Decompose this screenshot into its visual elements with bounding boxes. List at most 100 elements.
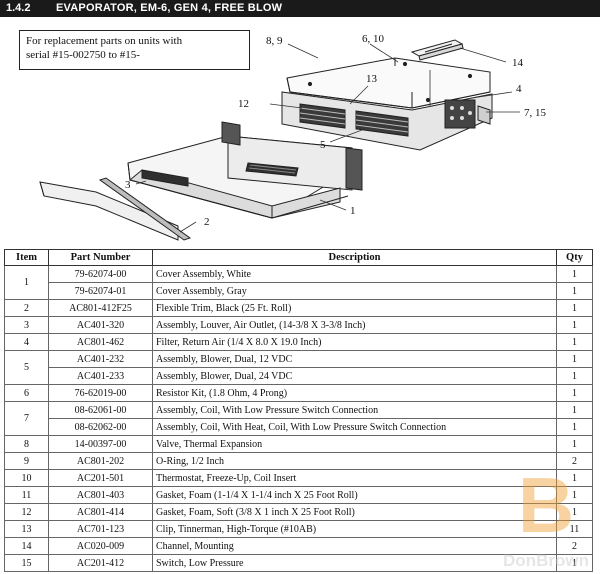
item-number: 4 <box>4 333 49 351</box>
item-number: 15 <box>4 554 49 572</box>
item-number: 9 <box>4 452 49 470</box>
item-number: 3 <box>4 316 49 334</box>
table-row: 11 AC801-403 Gasket, Foam (1-1/4 X 1-1/4… <box>4 486 593 504</box>
item-number: 6 <box>4 384 49 402</box>
qty: 1 <box>556 503 593 521</box>
description: Clip, Tinnerman, High-Torque (#10AB) <box>152 520 557 538</box>
qty: 1 <box>556 401 593 419</box>
table-row: 79-62074-01 Cover Assembly, Gray 1 <box>5 282 593 300</box>
section-title: EVAPORATOR, EM-6, GEN 4, FREE BLOW <box>56 2 283 14</box>
table-row: 2 AC801-412F25 Flexible Trim, Black (25 … <box>4 299 593 317</box>
part-number: AC020-009 <box>48 537 153 555</box>
table-row: 3 AC401-320 Assembly, Louver, Air Outlet… <box>4 316 593 334</box>
section-number: 1.4.2 <box>6 2 31 14</box>
callout-6-10: 6, 10 <box>362 33 385 45</box>
description: Cover Assembly, White <box>152 265 557 283</box>
parts-table: Item Part Number Description Qty 1 79-62… <box>4 249 593 572</box>
table-row: 6 76-62019-00 Resistor Kit, (1.8 Ohm, 4 … <box>4 384 593 402</box>
item-number: 8 <box>4 435 49 453</box>
description: Valve, Thermal Expansion <box>152 435 557 453</box>
qty: 1 <box>556 265 593 283</box>
part-number: AC801-414 <box>48 503 153 521</box>
mounting-channel-part <box>410 39 464 61</box>
item-number: 2 <box>4 299 49 317</box>
item-number: 14 <box>4 537 49 555</box>
callout-7-15: 7, 15 <box>524 107 547 119</box>
part-number: 08-62061-00 <box>48 401 153 419</box>
item-number: 11 <box>4 486 49 504</box>
qty: 1 <box>556 469 593 487</box>
table-row: 14 AC020-009 Channel, Mounting 2 <box>4 537 593 555</box>
part-number: 79-62074-00 <box>48 265 153 283</box>
serial-note-line-1: For replacement parts on units with <box>26 35 183 47</box>
description: Assembly, Coil, With Low Pressure Switch… <box>152 401 557 419</box>
header-part-number: Part Number <box>48 249 153 266</box>
part-number: 08-62062-00 <box>48 418 153 436</box>
description: Assembly, Blower, Dual, 24 VDC <box>152 367 557 385</box>
description: Gasket, Foam, Soft (3/8 X 1 inch X 25 Fo… <box>152 503 557 521</box>
qty: 2 <box>556 537 593 555</box>
item-number: 7 <box>4 401 49 436</box>
description: Switch, Low Pressure <box>152 554 557 572</box>
item-number: 12 <box>4 503 49 521</box>
description: Flexible Trim, Black (25 Ft. Roll) <box>152 299 557 317</box>
part-number: AC801-462 <box>48 333 153 351</box>
header-qty: Qty <box>556 249 593 266</box>
qty: 1 <box>556 384 593 402</box>
table-row: 9 AC801-202 O-Ring, 1/2 Inch 2 <box>4 452 593 470</box>
description: Cover Assembly, Gray <box>152 282 557 300</box>
callout-12: 12 <box>238 98 249 110</box>
part-number: AC801-412F25 <box>48 299 153 317</box>
item-number: 13 <box>4 520 49 538</box>
qty: 1 <box>556 435 593 453</box>
description: Channel, Mounting <box>152 537 557 555</box>
callout-1: 1 <box>350 205 356 217</box>
table-row: 08-62062-00 Assembly, Coil, With Heat, C… <box>5 418 593 436</box>
table-row: 15 AC201-412 Switch, Low Pressure 1 <box>4 554 593 572</box>
exploded-view-diagram: 8, 9 6, 10 14 13 4 7, 15 12 5 3 2 1 <box>39 33 547 241</box>
evaporator-housing-part <box>281 57 493 151</box>
qty: 1 <box>556 282 593 300</box>
part-number: AC401-320 <box>48 316 153 334</box>
section-header: 1.4.2 EVAPORATOR, EM-6, GEN 4, FREE BLOW <box>0 0 600 17</box>
callout-3: 3 <box>125 179 131 191</box>
table-header-row: Item Part Number Description Qty <box>4 249 593 266</box>
description: O-Ring, 1/2 Inch <box>152 452 557 470</box>
serial-note-line-2: serial #15-002750 to #15- <box>26 49 140 61</box>
header-description: Description <box>152 249 557 266</box>
table-row: AC401-233 Assembly, Blower, Dual, 24 VDC… <box>5 367 593 385</box>
table-row: 4 AC801-462 Filter, Return Air (1/4 X 8.… <box>4 333 593 351</box>
part-number: AC201-412 <box>48 554 153 572</box>
part-number: AC801-202 <box>48 452 153 470</box>
part-number: AC801-403 <box>48 486 153 504</box>
callout-2: 2 <box>204 216 210 228</box>
cover-assembly-part <box>127 121 363 219</box>
description: Assembly, Blower, Dual, 12 VDC <box>152 350 557 368</box>
callout-4: 4 <box>516 83 522 95</box>
table-row: 8 14-00397-00 Valve, Thermal Expansion 1 <box>4 435 593 453</box>
table-row: 12 AC801-414 Gasket, Foam, Soft (3/8 X 1… <box>4 503 593 521</box>
table-row: 13 AC701-123 Clip, Tinnerman, High-Torqu… <box>4 520 593 538</box>
louver-panel-part <box>39 181 179 241</box>
qty: 1 <box>556 350 593 368</box>
item-number: 10 <box>4 469 49 487</box>
qty: 1 <box>556 554 593 572</box>
table-row: 5 AC401-232 Assembly, Blower, Dual, 12 V… <box>4 350 593 385</box>
part-number: 76-62019-00 <box>48 384 153 402</box>
qty: 1 <box>556 333 593 351</box>
description: Assembly, Louver, Air Outlet, (14-3/8 X … <box>152 316 557 334</box>
description: Gasket, Foam (1-1/4 X 1-1/4 inch X 25 Fo… <box>152 486 557 504</box>
callout-5: 5 <box>320 139 326 151</box>
part-number: AC701-123 <box>48 520 153 538</box>
table-row: 7 08-62061-00 Assembly, Coil, With Low P… <box>4 401 593 436</box>
qty: 2 <box>556 452 593 470</box>
serial-note: For replacement parts on units with seri… <box>19 30 250 70</box>
description: Filter, Return Air (1/4 X 8.0 X 19.0 Inc… <box>152 333 557 351</box>
part-number: 14-00397-00 <box>48 435 153 453</box>
callout-13: 13 <box>366 73 378 85</box>
part-number: AC401-232 <box>48 350 153 368</box>
qty: 1 <box>556 299 593 317</box>
item-number: 1 <box>4 265 49 300</box>
part-number: AC201-501 <box>48 469 153 487</box>
qty: 1 <box>556 316 593 334</box>
